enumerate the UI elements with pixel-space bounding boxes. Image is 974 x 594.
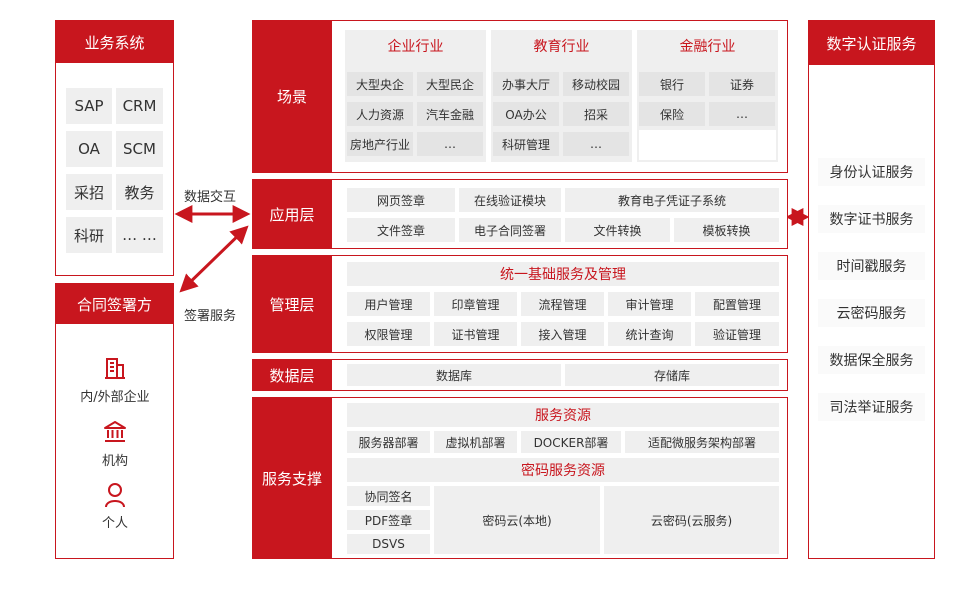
scene-finance-title: 金融行业 [679, 39, 736, 55]
mgmt-item: 流程管理 [521, 292, 604, 316]
cert-item-certificate: 数字证书服务 [818, 205, 925, 233]
business-item-academic: 教务 [116, 174, 163, 210]
institution-icon [104, 421, 126, 442]
business-item-oa: OA [66, 131, 112, 167]
cert-item-timestamp: 时间戳服务 [818, 252, 925, 280]
scene-item: 保险 [639, 102, 705, 126]
crypto-item-dsvs: DSVS [347, 534, 430, 554]
support-res-item: 适配微服务架构部署 [625, 431, 779, 453]
crypto-item-pdf-seal: PDF签章 [347, 510, 430, 530]
crypto-item-cloud-service: 云密码(云服务) [604, 486, 779, 554]
crypto-item-cosign: 协同签名 [347, 486, 430, 506]
signer-institution-label: 机构 [101, 454, 128, 469]
crypto-item-local-cloud: 密码云(本地) [434, 486, 600, 554]
data-item-database: 数据库 [347, 364, 561, 386]
business-item-procurement: 采招 [66, 174, 112, 210]
mgmt-item: 统计查询 [608, 322, 691, 346]
app-item-online-verify: 在线验证模块 [459, 188, 561, 212]
app-item-edu-voucher: 教育电子凭证子系统 [565, 188, 779, 212]
person-icon [105, 483, 125, 508]
scene-item: OA办公 [493, 102, 559, 126]
mgmt-item: 证书管理 [434, 322, 517, 346]
cert-item-identity: 身份认证服务 [818, 158, 925, 186]
business-item-more: … … [116, 217, 163, 253]
support-res-item: 虚拟机部署 [434, 431, 517, 453]
business-system-title: 业务系统 [56, 21, 173, 63]
business-item-research: 科研 [66, 217, 112, 253]
scene-item: 大型央企 [347, 72, 413, 96]
scene-item: … [417, 132, 483, 156]
support-res-title: 服务资源 [347, 403, 779, 427]
cert-item-cloud-crypto: 云密码服务 [818, 299, 925, 327]
scene-item: 招采 [563, 102, 629, 126]
scene-item: 银行 [639, 72, 705, 96]
app-item-file-seal: 文件签章 [347, 218, 455, 242]
scene-enterprise-title: 企业行业 [387, 39, 444, 55]
mgmt-item: 权限管理 [347, 322, 430, 346]
cert-service-title: 数字认证服务 [809, 21, 934, 65]
support-crypto-title: 密码服务资源 [347, 458, 779, 482]
business-item-sap: SAP [66, 88, 112, 124]
building-icon [105, 358, 125, 379]
signer-enterprise-label: 内/外部企业 [80, 390, 150, 405]
scene-item: … [563, 132, 629, 156]
app-layer-label: 应用层 [252, 179, 332, 249]
scene-item: 房地产行业 [347, 132, 413, 156]
data-exchange-label: 数据交互 [184, 190, 237, 205]
scene-item: 办事大厅 [493, 72, 559, 96]
cert-item-data-preserve: 数据保全服务 [818, 346, 925, 374]
scene-item: … [709, 102, 775, 126]
app-item-template-convert: 模板转换 [674, 218, 779, 242]
data-layer-label: 数据层 [252, 359, 332, 391]
mgmt-item: 用户管理 [347, 292, 430, 316]
scene-finance-blank [639, 130, 776, 160]
app-item-web-seal: 网页签章 [347, 188, 455, 212]
app-item-econtract: 电子合同签署 [459, 218, 561, 242]
mgmt-item: 验证管理 [695, 322, 779, 346]
mgmt-title: 统一基础服务及管理 [347, 262, 779, 286]
cert-service-panel: 数字认证服务 [808, 20, 935, 559]
data-item-storage: 存储库 [565, 364, 779, 386]
mgmt-item: 审计管理 [608, 292, 691, 316]
cert-item-judicial: 司法举证服务 [818, 393, 925, 421]
mgmt-item: 配置管理 [695, 292, 779, 316]
business-item-crm: CRM [116, 88, 163, 124]
support-res-item: 服务器部署 [347, 431, 430, 453]
mgmt-item: 印章管理 [434, 292, 517, 316]
scene-item: 移动校园 [563, 72, 629, 96]
signer-panel: 合同签署方 [55, 283, 174, 559]
support-res-item: DOCKER部署 [521, 431, 621, 453]
scene-item: 科研管理 [493, 132, 559, 156]
signer-title: 合同签署方 [56, 284, 173, 324]
scene-item: 证券 [709, 72, 775, 96]
mgmt-item: 接入管理 [521, 322, 604, 346]
signer-person-label: 个人 [101, 516, 128, 531]
business-item-scm: SCM [116, 131, 163, 167]
scene-layer-label: 场景 [252, 20, 332, 173]
support-layer-label: 服务支撑 [252, 397, 332, 559]
scene-item: 汽车金融 [417, 102, 483, 126]
scene-item: 人力资源 [347, 102, 413, 126]
app-item-file-convert: 文件转换 [565, 218, 670, 242]
mgmt-layer-label: 管理层 [252, 255, 332, 353]
sign-service-label: 签署服务 [184, 309, 237, 324]
sign-service-arrow [179, 225, 249, 293]
scene-education-title: 教育行业 [533, 39, 590, 55]
scene-item: 大型民企 [417, 72, 483, 96]
